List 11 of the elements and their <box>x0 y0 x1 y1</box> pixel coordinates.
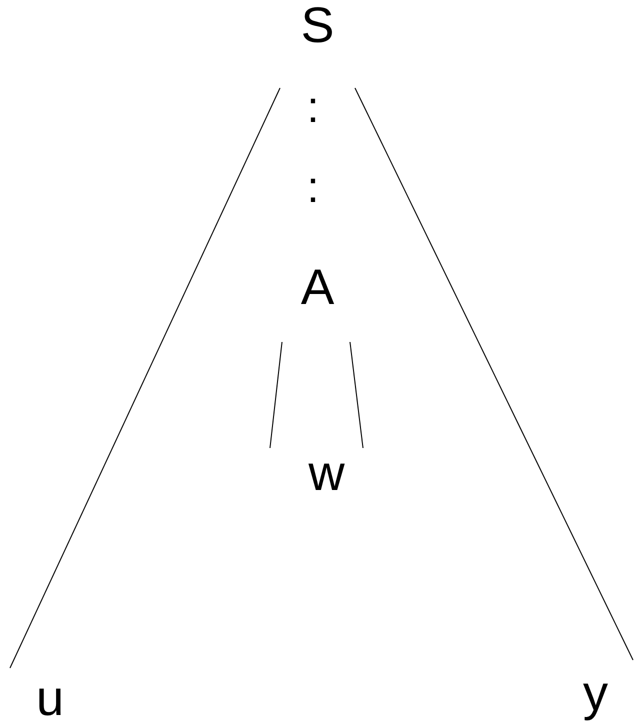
node-symbol: y <box>583 668 608 718</box>
node-symbol: u <box>36 673 64 723</box>
tree-line <box>350 342 364 448</box>
derivation-dots: : <box>306 86 320 130</box>
tree-line <box>270 342 282 448</box>
node-symbol: A <box>300 262 334 312</box>
node-symbol: S <box>300 0 334 50</box>
node-symbol: w <box>308 448 345 498</box>
tree-line <box>10 88 280 668</box>
derivation-dots: : <box>306 166 320 210</box>
tree-line <box>354 88 634 660</box>
